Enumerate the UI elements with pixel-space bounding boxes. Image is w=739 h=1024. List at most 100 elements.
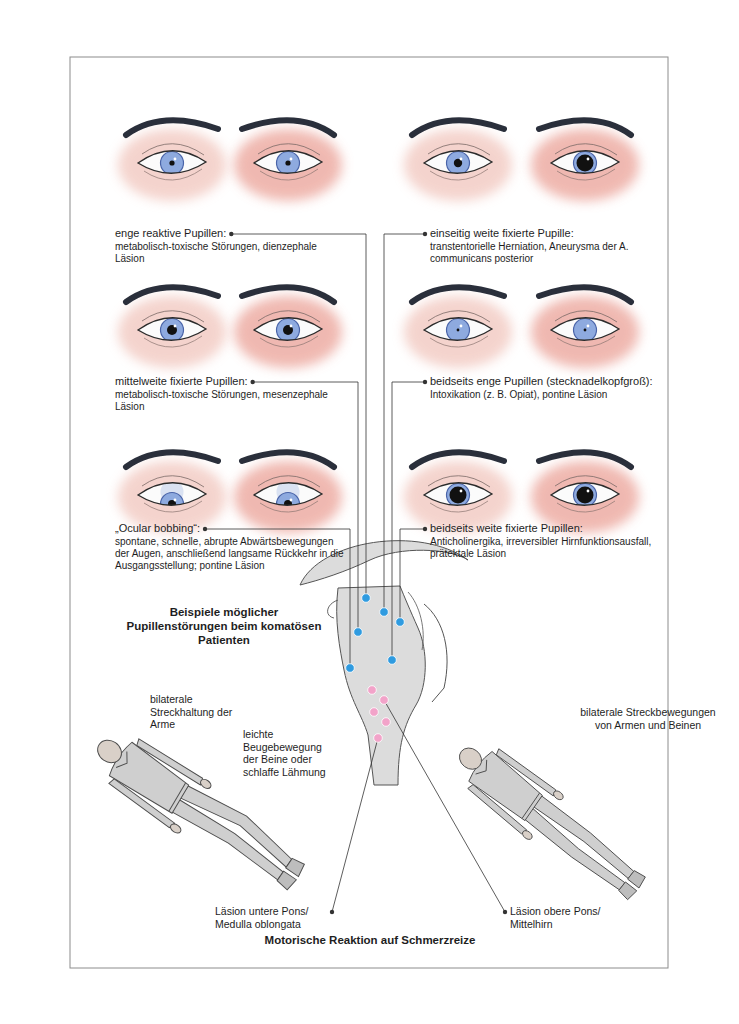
eyebrow: [126, 120, 218, 135]
pupil: [169, 160, 174, 165]
iris-group: [447, 319, 470, 342]
motor-lesion-dot: [380, 696, 389, 705]
ventricle-outline: [408, 592, 423, 650]
section-caption: Beispiele möglicher Pupillenstörungen be…: [118, 606, 330, 647]
lid-crease: [258, 311, 320, 322]
motor-lesion-dot: [374, 734, 383, 743]
lid-crease: [142, 144, 204, 155]
eye-highlight: [587, 325, 590, 328]
hand: [199, 778, 213, 791]
eye-outline: [424, 151, 492, 174]
arm: [466, 784, 528, 835]
lesion-label: Läsion untere Pons/ Medulla oblongata: [215, 905, 327, 930]
leader-line: [332, 738, 378, 912]
skin-shade: [531, 129, 639, 201]
pupil-lesion-dot: [346, 664, 355, 673]
lid-crease: [428, 476, 490, 487]
eye-outline: [138, 318, 206, 341]
pupil-lesion-dot: [354, 628, 363, 637]
leg: [524, 808, 626, 892]
eye-highlight: [460, 490, 463, 493]
eye: [234, 452, 342, 533]
eye-highlight: [290, 158, 293, 161]
lid-crease: [258, 144, 320, 155]
lid-crease: [428, 144, 490, 155]
lower-lid: [260, 169, 318, 180]
pupil-finding-heading: einseitig weite fixierte Pupille:: [430, 227, 660, 240]
eyebrow: [539, 452, 631, 467]
pupil: [577, 487, 594, 504]
motor-description: bilaterale Streckhaltung der Arme: [150, 693, 250, 731]
motor-lesion-dot: [368, 686, 377, 695]
lower-lid: [144, 501, 202, 512]
eyebrow: [412, 452, 504, 467]
eye-highlight: [174, 158, 177, 161]
pupil-finding-heading: enge reaktive Pupillen:: [115, 227, 226, 240]
pupil-finding-text: Anticholinergika, irreversibler Hirnfunk…: [430, 536, 660, 560]
pupil-finding-text: transtentorielle Herniation, Aneurysma d…: [430, 241, 660, 265]
head: [455, 744, 486, 774]
eyebrow: [242, 120, 334, 135]
skin-shade: [234, 461, 342, 533]
eye-highlight: [587, 490, 590, 493]
eyebrow: [539, 287, 631, 302]
lid-crease: [555, 144, 617, 155]
lid-crease: [428, 311, 490, 322]
leader-line: [400, 529, 425, 622]
pupil-finding-heading: beidseits weite fixierte Pupillen:: [430, 522, 660, 535]
eye: [531, 452, 639, 533]
motor-lesion-dot: [370, 708, 379, 717]
hand: [552, 789, 565, 801]
iris: [447, 152, 470, 175]
leader-dot: [203, 527, 207, 531]
pupil-lesion-dot: [396, 618, 405, 627]
eyebrow: [242, 452, 334, 467]
iris-group: [277, 481, 300, 516]
iris-group: [161, 152, 184, 175]
leader-dot: [423, 380, 427, 384]
lower-lid: [260, 501, 318, 512]
lower-lid: [144, 169, 202, 180]
hand: [521, 829, 534, 841]
leader-line: [384, 700, 505, 912]
eye: [404, 452, 512, 533]
collar: [476, 760, 492, 778]
skin-shade: [404, 296, 512, 368]
pupil: [457, 329, 460, 332]
pupil-lesion-dot: [388, 656, 397, 665]
iris: [277, 152, 300, 175]
lesion-label: Läsion obere Pons/ Mittelhirn: [510, 905, 620, 930]
iris-group: [161, 481, 184, 516]
iris-group: [447, 484, 470, 507]
leader-dot: [423, 232, 427, 236]
eye-outline: [138, 151, 206, 174]
leader-dot: [229, 232, 233, 236]
foot: [618, 882, 637, 901]
eye-outline: [551, 151, 619, 174]
eye-outline: [551, 318, 619, 341]
eye-outline: [254, 483, 322, 506]
pupil: [450, 487, 467, 504]
iris: [161, 152, 184, 175]
leader-dot: [423, 527, 427, 531]
collar: [116, 752, 132, 772]
eye: [404, 120, 512, 201]
leader-dot: [250, 380, 254, 384]
skin-shade: [234, 129, 342, 201]
motor-lesion-dot: [382, 718, 391, 727]
eyebrow: [412, 287, 504, 302]
pupil-finding-heading: „Ocular bobbing“:: [115, 522, 200, 535]
motor-description: bilaterale Streckbewegungen von Armen un…: [578, 706, 718, 731]
eye: [118, 120, 226, 201]
lower-lid: [557, 501, 615, 512]
iris-group: [447, 152, 470, 175]
lid-crease: [555, 476, 617, 487]
pituitary-outline: [328, 600, 338, 618]
eye-highlight: [174, 499, 177, 502]
iris-group: [161, 319, 184, 342]
eye-highlight: [460, 325, 463, 328]
iris: [161, 319, 184, 342]
section-caption: Motorische Reaktion auf Schmerzreize: [200, 934, 540, 948]
pupil-finding-heading: beidseits enge Pupillen (stecknadelkopfg…: [430, 375, 660, 388]
